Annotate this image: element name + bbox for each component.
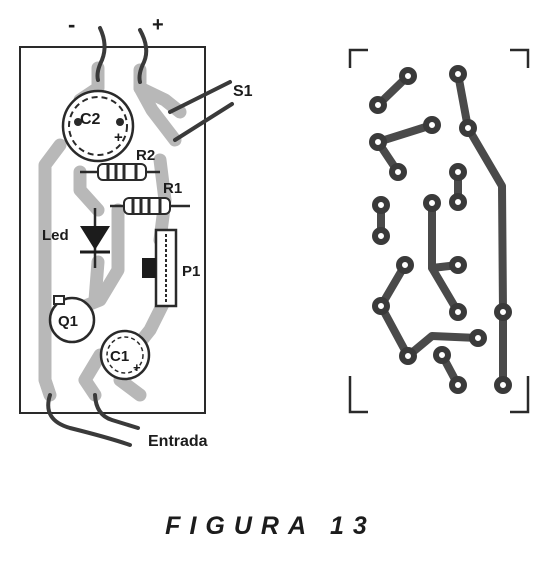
r2-label: R2	[136, 147, 155, 164]
c1-polarity-mark: +	[133, 360, 141, 375]
plus-lead-wire	[137, 28, 149, 84]
power-leads	[95, 26, 149, 84]
entrada-input-leads	[46, 393, 140, 447]
p1-label: P1	[182, 263, 200, 280]
r2-resistor	[80, 163, 160, 181]
r1-label: R1	[163, 180, 182, 197]
c2-capacitor	[61, 89, 135, 163]
board-outline	[19, 46, 206, 414]
c2-label: C2	[80, 111, 101, 128]
q1-transistor	[48, 295, 96, 344]
q1-label: Q1	[58, 313, 78, 330]
led-label: Led	[42, 227, 69, 244]
minus-lead-wire	[95, 26, 107, 82]
copper-side-board	[348, 48, 530, 414]
component-side-board: - + S1 C2 + R2	[19, 12, 253, 450]
c2-polarity-mark: +	[114, 129, 123, 146]
r1-resistor	[110, 197, 190, 215]
p1-potentiometer	[142, 228, 178, 308]
minus-terminal-label: -	[68, 12, 75, 37]
crop-marks	[348, 48, 530, 414]
led-diode	[80, 208, 110, 268]
s1-switch-leads	[168, 80, 234, 142]
c1-capacitor	[99, 329, 151, 381]
figure-caption: FIGURA 13	[165, 512, 376, 540]
plus-terminal-label: +	[152, 14, 164, 36]
entrada-label: Entrada	[148, 433, 208, 450]
c1-label: C1	[110, 348, 129, 365]
s1-label: S1	[233, 83, 253, 100]
solder-pads	[369, 65, 512, 394]
